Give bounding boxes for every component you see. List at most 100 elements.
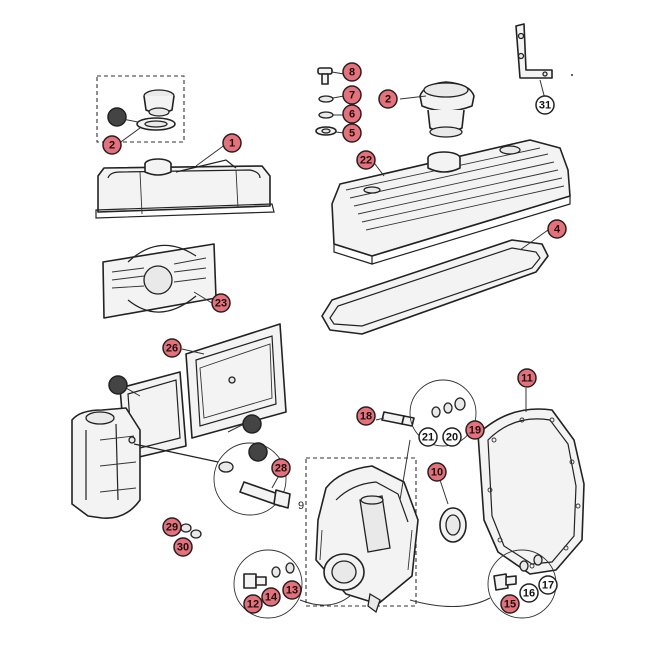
callout-number: 11 [521, 373, 533, 385]
callout-number: 31 [539, 100, 551, 112]
callout-number: 10 [431, 467, 443, 479]
bolt-detail-circle-left [233, 549, 303, 619]
callout-15: 15 [500, 594, 520, 614]
callout-circle [356, 150, 376, 170]
callout-18: 18 [356, 406, 376, 426]
callout-circle [519, 583, 539, 603]
callout-circle [248, 442, 268, 462]
callout-circle [271, 458, 291, 478]
callout-circle [261, 587, 281, 607]
callout-circle [538, 575, 558, 595]
callout-circle [211, 293, 231, 313]
callout-25 [242, 414, 262, 434]
callout-circle [517, 368, 537, 388]
callout-31: 31 [535, 95, 555, 115]
callout-number: 21 [422, 432, 434, 444]
callout-number: 13 [286, 585, 298, 597]
callout-21: 21 [418, 427, 438, 447]
callout-circle [535, 95, 555, 115]
callout-number: 6 [349, 109, 355, 121]
leader-lines [116, 71, 549, 607]
hex-bolt-28 [218, 461, 291, 509]
callout-2: 2 [102, 135, 122, 155]
small-rocker-cover [95, 158, 275, 219]
callout-number: 7 [349, 90, 355, 102]
callout-6: 6 [342, 104, 362, 124]
large-filler-cap [419, 81, 475, 138]
callout-16: 16 [519, 583, 539, 603]
callout-number: 2 [385, 94, 391, 106]
callout-circle [342, 123, 362, 143]
callout-number: 2 [109, 140, 115, 152]
bolt-group-left [243, 562, 295, 589]
callout-circle [107, 107, 127, 127]
group-label-9: 9 [298, 500, 304, 512]
callout-13: 13 [282, 580, 302, 600]
callout-3 [107, 107, 127, 127]
callout-number: 12 [247, 599, 259, 611]
callout-number: 18 [360, 411, 372, 423]
finned-rocker-cover [331, 139, 571, 265]
callout-8: 8 [342, 62, 362, 82]
callout-number: 8 [349, 67, 355, 79]
callout-circle [427, 462, 447, 482]
bolt-washer-stack [315, 67, 337, 136]
bolt-detail-circle-top [409, 379, 477, 447]
callout-number: 22 [360, 155, 372, 167]
callout-20: 20 [442, 427, 462, 447]
callout-4: 4 [547, 219, 567, 239]
callout-circle [282, 580, 302, 600]
callout-number: 1 [229, 138, 235, 150]
callout-circle [243, 594, 263, 614]
callout-circle [342, 85, 362, 105]
callout-2: 2 [378, 89, 398, 109]
callout-circle [242, 414, 262, 434]
callout-1: 1 [222, 133, 242, 153]
callout-circle [173, 537, 193, 557]
breather-tray [185, 323, 287, 439]
gasket-inner-edge [329, 247, 541, 327]
callout-number: 17 [542, 580, 554, 592]
callout-number: 5 [349, 128, 355, 140]
small-filler-cap [136, 89, 176, 131]
callout-circle [442, 427, 462, 447]
callout-24 [108, 375, 128, 395]
callout-11: 11 [517, 368, 537, 388]
callout-circle [162, 517, 182, 537]
callout-14: 14 [261, 587, 281, 607]
callout-number: 14 [265, 592, 278, 604]
callout-number: 28 [275, 463, 287, 475]
callout-circle [356, 406, 376, 426]
callout-27 [248, 442, 268, 462]
callout-19: 19 [465, 420, 485, 440]
callout-circle [108, 375, 128, 395]
callout-circle [222, 133, 242, 153]
callout-22: 22 [356, 150, 376, 170]
callout-circle [418, 427, 438, 447]
callout-circle [342, 104, 362, 124]
callout-28: 28 [271, 458, 291, 478]
callout-number: 23 [215, 298, 227, 310]
filler-cap-group-box [96, 75, 185, 143]
callout-circle [465, 420, 485, 440]
small-nuts [180, 523, 202, 539]
callout-number: 20 [446, 432, 458, 444]
callout-circle [378, 89, 398, 109]
decal-plate [102, 243, 217, 319]
callout-number: 4 [554, 224, 561, 236]
callout-number: 15 [504, 599, 516, 611]
callout-number: 19 [469, 425, 481, 437]
callout-circle [342, 62, 362, 82]
rocker-cover-gasket [321, 239, 549, 335]
callout-5: 5 [342, 123, 362, 143]
callout-26: 26 [162, 338, 182, 358]
callout-30: 30 [173, 537, 193, 557]
callout-29: 29 [162, 517, 182, 537]
callout-7: 7 [342, 85, 362, 105]
callout-23: 23 [211, 293, 231, 313]
callout-12: 12 [243, 594, 263, 614]
callout-17: 17 [538, 575, 558, 595]
callout-number: 16 [523, 588, 535, 600]
